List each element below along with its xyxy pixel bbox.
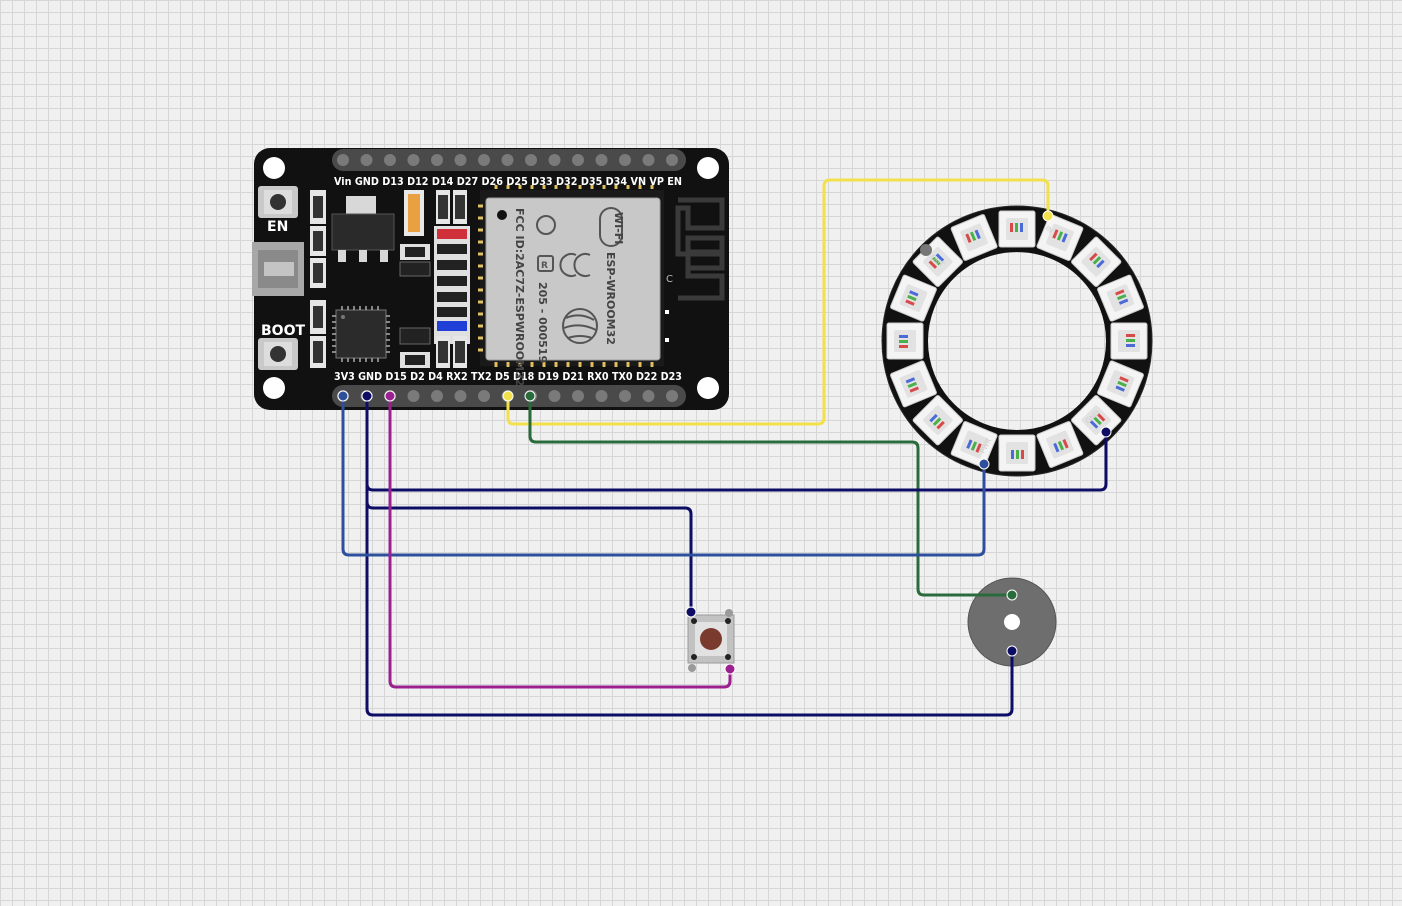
header-pin-tx0[interactable] — [619, 390, 631, 402]
header-pin-d14[interactable] — [431, 154, 443, 166]
header-pin-d25[interactable] — [501, 154, 514, 166]
wire-endpoint[interactable] — [1006, 645, 1018, 657]
mount-hole — [263, 157, 285, 179]
led-pixel — [950, 214, 998, 261]
pcb-antenna-icon: C — [665, 197, 725, 342]
boot-button[interactable] — [258, 338, 298, 370]
push-button[interactable] — [687, 609, 735, 672]
transistor — [399, 244, 431, 277]
top-pin-header — [332, 149, 686, 171]
wire-endpoint[interactable] — [524, 390, 536, 402]
header-pin-en[interactable] — [666, 154, 678, 166]
led-pixel — [890, 274, 937, 322]
header-pin-vp[interactable] — [642, 154, 655, 166]
header-pin-rx0[interactable] — [595, 390, 608, 402]
led-resistor-column — [434, 226, 470, 368]
ring-label-in: IN — [1044, 224, 1055, 235]
led-pixel — [890, 360, 937, 408]
voltage-regulator — [331, 196, 395, 262]
header-pin-tx2[interactable] — [478, 390, 490, 402]
led-pixel — [998, 434, 1036, 472]
header-pin-d4[interactable] — [431, 390, 443, 402]
header-pin-d35[interactable] — [572, 154, 584, 166]
led-pixel — [1110, 322, 1148, 360]
wire-endpoint[interactable] — [978, 458, 990, 470]
header-pin-d33[interactable] — [525, 154, 537, 166]
wire-endpoint[interactable] — [337, 390, 349, 402]
header-pin-rx2[interactable] — [454, 390, 467, 402]
wire-endpoint[interactable] — [1100, 426, 1112, 438]
header-pin-d32[interactable] — [548, 154, 561, 166]
header-pin-vin[interactable] — [337, 154, 349, 166]
wire-3v3-ring-pwr[interactable] — [341, 394, 986, 557]
wire-endpoint[interactable] — [384, 390, 396, 402]
transistor — [399, 327, 431, 368]
esp32-board[interactable]: Vin GND D13 D12 D14 D27 D26 D25 D33 D32 … — [252, 148, 729, 410]
led-pixel — [912, 395, 963, 446]
header-pin-d12[interactable] — [407, 154, 420, 166]
wire-endpoints — [337, 210, 1112, 675]
header-pin-d23[interactable] — [666, 390, 678, 402]
header-pin-gnd[interactable] — [360, 154, 373, 166]
smd-capacitors — [436, 190, 467, 224]
module-fcc-id: FCC ID:2AC7Z-ESPWROOM32 — [513, 208, 526, 386]
mount-hole — [697, 157, 719, 179]
mount-hole — [697, 377, 719, 399]
header-pin-d34[interactable] — [595, 154, 608, 166]
en-label: EN — [267, 219, 288, 235]
mount-hole — [263, 377, 285, 399]
tantalum-capacitor — [404, 190, 424, 236]
header-pin-d26[interactable] — [478, 154, 490, 166]
esp-wroom32-module: WI-FI ESP-WROOM32 205 - 000519 FCC ID:2A… — [478, 185, 664, 386]
led-pixel — [886, 322, 924, 360]
boot-label: BOOT — [261, 323, 305, 339]
piezo-buzzer[interactable] — [967, 577, 1057, 667]
neopixel-ring[interactable]: IN OUT PWR GND — [881, 205, 1153, 477]
top-pin-labels: Vin GND D13 D12 D14 D27 D26 D25 D33 D32 … — [334, 175, 682, 188]
wire-endpoint[interactable] — [685, 606, 697, 618]
header-pin-d2[interactable] — [407, 390, 420, 402]
led-pixel — [950, 421, 998, 468]
header-pin-d22[interactable] — [642, 390, 655, 402]
module-cert: 205 - 000519 — [536, 282, 549, 363]
module-name: ESP-WROOM32 — [604, 252, 617, 345]
led-pixel — [1036, 214, 1084, 261]
certification-marks-icon — [536, 215, 598, 344]
led-pixel — [1036, 421, 1084, 468]
wire-endpoint[interactable] — [724, 663, 736, 675]
wire-d5-ring-in[interactable] — [506, 178, 1050, 426]
wire-endpoint[interactable] — [502, 390, 514, 402]
wire-endpoint[interactable] — [1042, 210, 1054, 222]
wire-endpoint[interactable] — [1006, 589, 1018, 601]
ring-pad-out[interactable] — [920, 244, 932, 256]
smd-components-left — [310, 190, 326, 368]
led-pixel — [1097, 360, 1144, 408]
wires — [341, 178, 1108, 717]
usb-uart-chip — [332, 306, 390, 362]
led-pixel — [1071, 236, 1122, 287]
wire-d18-buzzer[interactable] — [528, 394, 1014, 597]
header-pin-d13[interactable] — [384, 154, 396, 166]
header-pin-d27[interactable] — [454, 154, 467, 166]
header-pin-d21[interactable] — [572, 390, 584, 402]
led-pixel — [1097, 274, 1144, 322]
led-pixel — [998, 210, 1036, 248]
usb-port — [252, 242, 304, 296]
svg-text:C: C — [666, 274, 673, 285]
wifi-logo-icon: WI-FI — [599, 207, 625, 247]
wire-gnd-buzzer[interactable] — [365, 394, 1014, 717]
wire-d15-button[interactable] — [388, 394, 732, 689]
header-pin-d19[interactable] — [548, 390, 561, 402]
svg-text:WI-FI: WI-FI — [612, 212, 625, 244]
svg-text:R: R — [541, 261, 548, 271]
bottom-pin-labels: 3V3 GND D15 D2 D4 RX2 TX2 D5 D18 D19 D21… — [334, 370, 682, 383]
en-button[interactable] — [258, 186, 298, 218]
wire-endpoint[interactable] — [361, 390, 373, 402]
header-pin-vn[interactable] — [619, 154, 631, 166]
